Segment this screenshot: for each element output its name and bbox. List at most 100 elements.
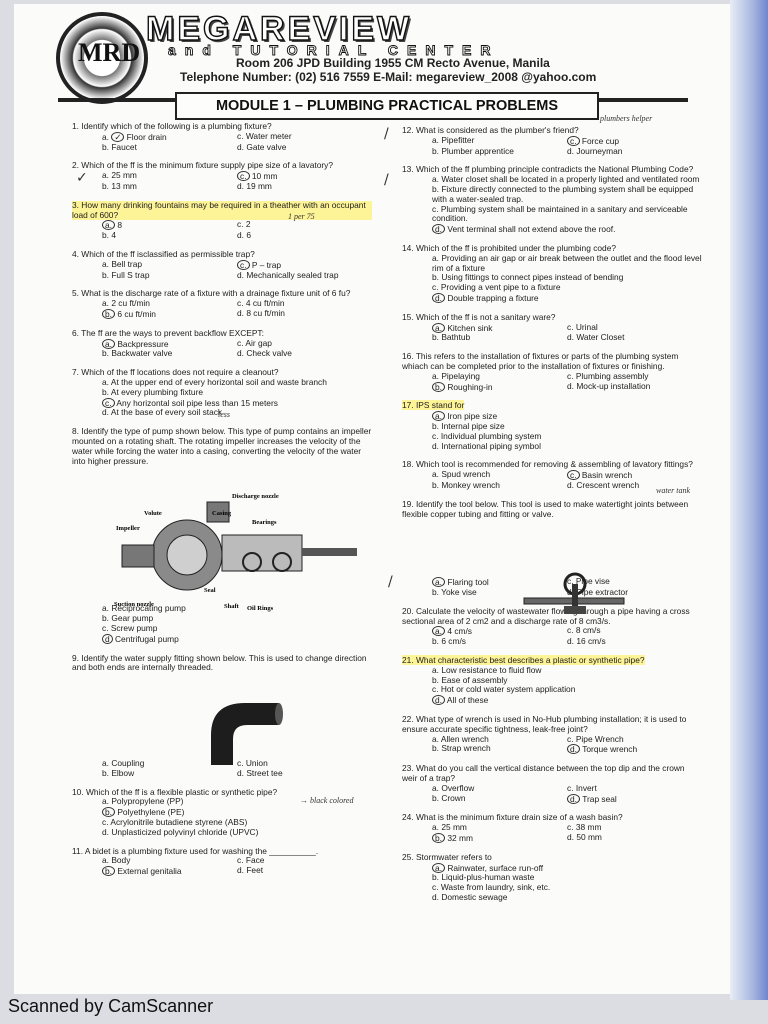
option-d: d. Water Closet — [567, 332, 625, 343]
question-22: 22. What type of wrench is used in No-Hu… — [402, 714, 702, 755]
option-d: d. Torque wrench — [567, 744, 702, 755]
question-stem: 7. Which of the ff locations does not re… — [72, 367, 279, 378]
option-c: c. 8 cm/s — [567, 625, 601, 636]
logo-text: MRD — [78, 38, 141, 67]
question-5: 5. What is the discharge rate of a fixtu… — [72, 289, 372, 319]
question-stem: 14. Which of the ff is prohibited under … — [402, 242, 617, 253]
option-c: c. Any horizontal soil pipe less than 15… — [102, 397, 372, 409]
question-2: 2. Which of the ff is the minimum fixtur… — [72, 161, 372, 191]
option-d: d. Crescent wrench — [567, 479, 640, 490]
question-1: 1. Identify which of the following is a … — [72, 121, 372, 152]
question-stem: 23. What do you call the vertical distan… — [402, 763, 685, 784]
check-mark: ✓ — [76, 170, 88, 186]
option-c: c. Screw pump — [102, 622, 158, 633]
question-stem: 18. Which tool is recommended for removi… — [402, 459, 693, 470]
question-stem: 17. IPS stand for — [402, 400, 465, 411]
option-c: c. Providing a vent pipe to a fixture — [432, 282, 561, 293]
handnote-q3: 1 per 75 — [288, 212, 315, 221]
scan-background-edge — [730, 0, 768, 1000]
option-a: a. Pipelaying — [432, 370, 480, 381]
option-d: d. Feet — [237, 865, 264, 876]
question-stem: 2. Which of the ff is the minimum fixtur… — [72, 160, 333, 171]
option-d: d. 8 cu ft/min — [237, 307, 285, 318]
check-mark: / — [384, 172, 389, 188]
option-a: a. 2 cu ft/min — [102, 298, 150, 309]
option-a: a. Rainwater, surface run-off — [432, 862, 702, 874]
option-c: c. Plumbing system shall be maintained i… — [432, 203, 688, 224]
question-8: 8. Identify the type of pump shown below… — [72, 426, 372, 644]
elbow-fitting-figure — [211, 703, 283, 765]
option-b: b. 13 mm — [102, 180, 137, 191]
option-d: d. Domestic sewage — [432, 892, 508, 903]
check-mark: / — [384, 126, 389, 142]
option-c: c. Individual plumbing system — [432, 430, 542, 441]
option-c: c. Union — [237, 758, 268, 769]
question-stem: 9. Identify the water supply fitting sho… — [72, 652, 367, 673]
option-d: d. 19 mm — [237, 180, 272, 191]
option-b: b. Ease of assembly — [432, 674, 508, 685]
option-d: d. International piping symbol — [432, 440, 541, 451]
logo-emblem — [56, 12, 148, 104]
option-a: a. Reciprocating pump — [102, 603, 186, 614]
option-b: b. Liquid-plus-human waste — [432, 872, 535, 883]
option-b: b. At every plumbing fixture — [102, 386, 204, 397]
option-d: d. Double trapping a fixture — [432, 292, 702, 304]
question-stem: 22. What type of wrench is used in No-Hu… — [402, 714, 687, 734]
option-c: c. Plumbing assembly — [567, 370, 649, 381]
option-b: b. Crown — [432, 792, 466, 803]
question-stem: 10. Which of the ff is a flexible plasti… — [72, 786, 278, 797]
option-a: a. Water closet shall be located in a pr… — [432, 174, 700, 185]
option-c: c. 4 cu ft/min — [237, 298, 285, 309]
option-b: b. Full S trap — [102, 269, 150, 280]
question-stem: 6. The ff are the ways to prevent backfl… — [72, 327, 264, 338]
option-b: b. Yoke vise — [432, 587, 477, 598]
option-b: b. Plumber apprentice — [432, 145, 514, 156]
option-a: a. Flaring tool — [432, 577, 567, 588]
handnote-q18: water tank — [656, 486, 690, 495]
brand-title: MEGAREVIEW — [145, 9, 413, 48]
option-a: a. Spud wrench — [432, 469, 491, 480]
option-c: c. Pipe vise — [567, 576, 610, 587]
label-seal: Seal — [204, 587, 216, 594]
option-c: c. Urinal — [567, 321, 598, 332]
option-d: d. Journeyman — [567, 145, 623, 156]
question-stem: 12. What is considered as the plumber's … — [402, 125, 579, 135]
option-a: a. Providing an air gap or air break bet… — [432, 252, 702, 273]
option-c: c. Hot or cold water system application — [432, 684, 576, 695]
question-4: 4. Which of the ff isclassified as permi… — [72, 249, 372, 280]
option-c: c. Acrylonitrile butadiene styrene (ABS) — [102, 817, 248, 828]
option-a: a. 25 mm — [102, 170, 137, 181]
option-d: d. Street tee — [237, 767, 283, 778]
exam-sheet — [14, 4, 730, 994]
option-b: b. Strap wrench — [432, 743, 491, 754]
option-d: d. Unplasticized polyvinyl chloride (UPV… — [102, 826, 259, 837]
question-stem: 19. Identify the tool below. This tool i… — [402, 498, 689, 519]
question-24: 24. What is the minimum fixture drain si… — [402, 812, 702, 844]
option-c: c. P – trap — [237, 259, 372, 271]
option-c: c. Invert — [567, 782, 597, 793]
option-c: c. Water meter — [237, 130, 292, 141]
handnote-q7: less — [218, 410, 230, 419]
label-suction-nozzle: Suction nozzle — [114, 601, 154, 608]
question-18: 18. Which tool is recommended for removi… — [402, 460, 702, 490]
option-a: a. Pipefitter — [432, 134, 475, 145]
option-c: c. Face — [237, 855, 265, 866]
option-b: b. Using fittings to connect pipes inste… — [432, 272, 624, 283]
label-impeller: Impeller — [116, 525, 140, 532]
label-discharge-nozzle: Discharge nozzle — [232, 493, 279, 500]
brand-subtitle: and TUTORIAL CENTER — [168, 42, 500, 59]
option-b: b. Bathtub — [432, 332, 471, 343]
option-a: a. 8 — [102, 220, 237, 231]
question-15: 15. Which of the ff is not a sanitary wa… — [402, 312, 702, 343]
option-b: b. Polyethylene (PE) — [102, 807, 372, 818]
handnote-q12: plumbers helper — [600, 114, 653, 123]
label-shaft: Shaft — [224, 603, 240, 610]
option-b: b. Faucet — [102, 141, 137, 152]
option-c: c. Basin wrench — [567, 470, 702, 481]
question-11: 11. A bidet is a plumbing fixture used f… — [72, 846, 372, 877]
question-stem: 24. What is the minimum fixture drain si… — [402, 812, 623, 823]
question-stem: 5. What is the discharge rate of a fixtu… — [72, 288, 351, 299]
question-stem: 1. Identify which of the following is a … — [72, 121, 272, 131]
option-c: c. 2 — [237, 219, 251, 230]
option-c: c. Air gap — [237, 337, 272, 348]
